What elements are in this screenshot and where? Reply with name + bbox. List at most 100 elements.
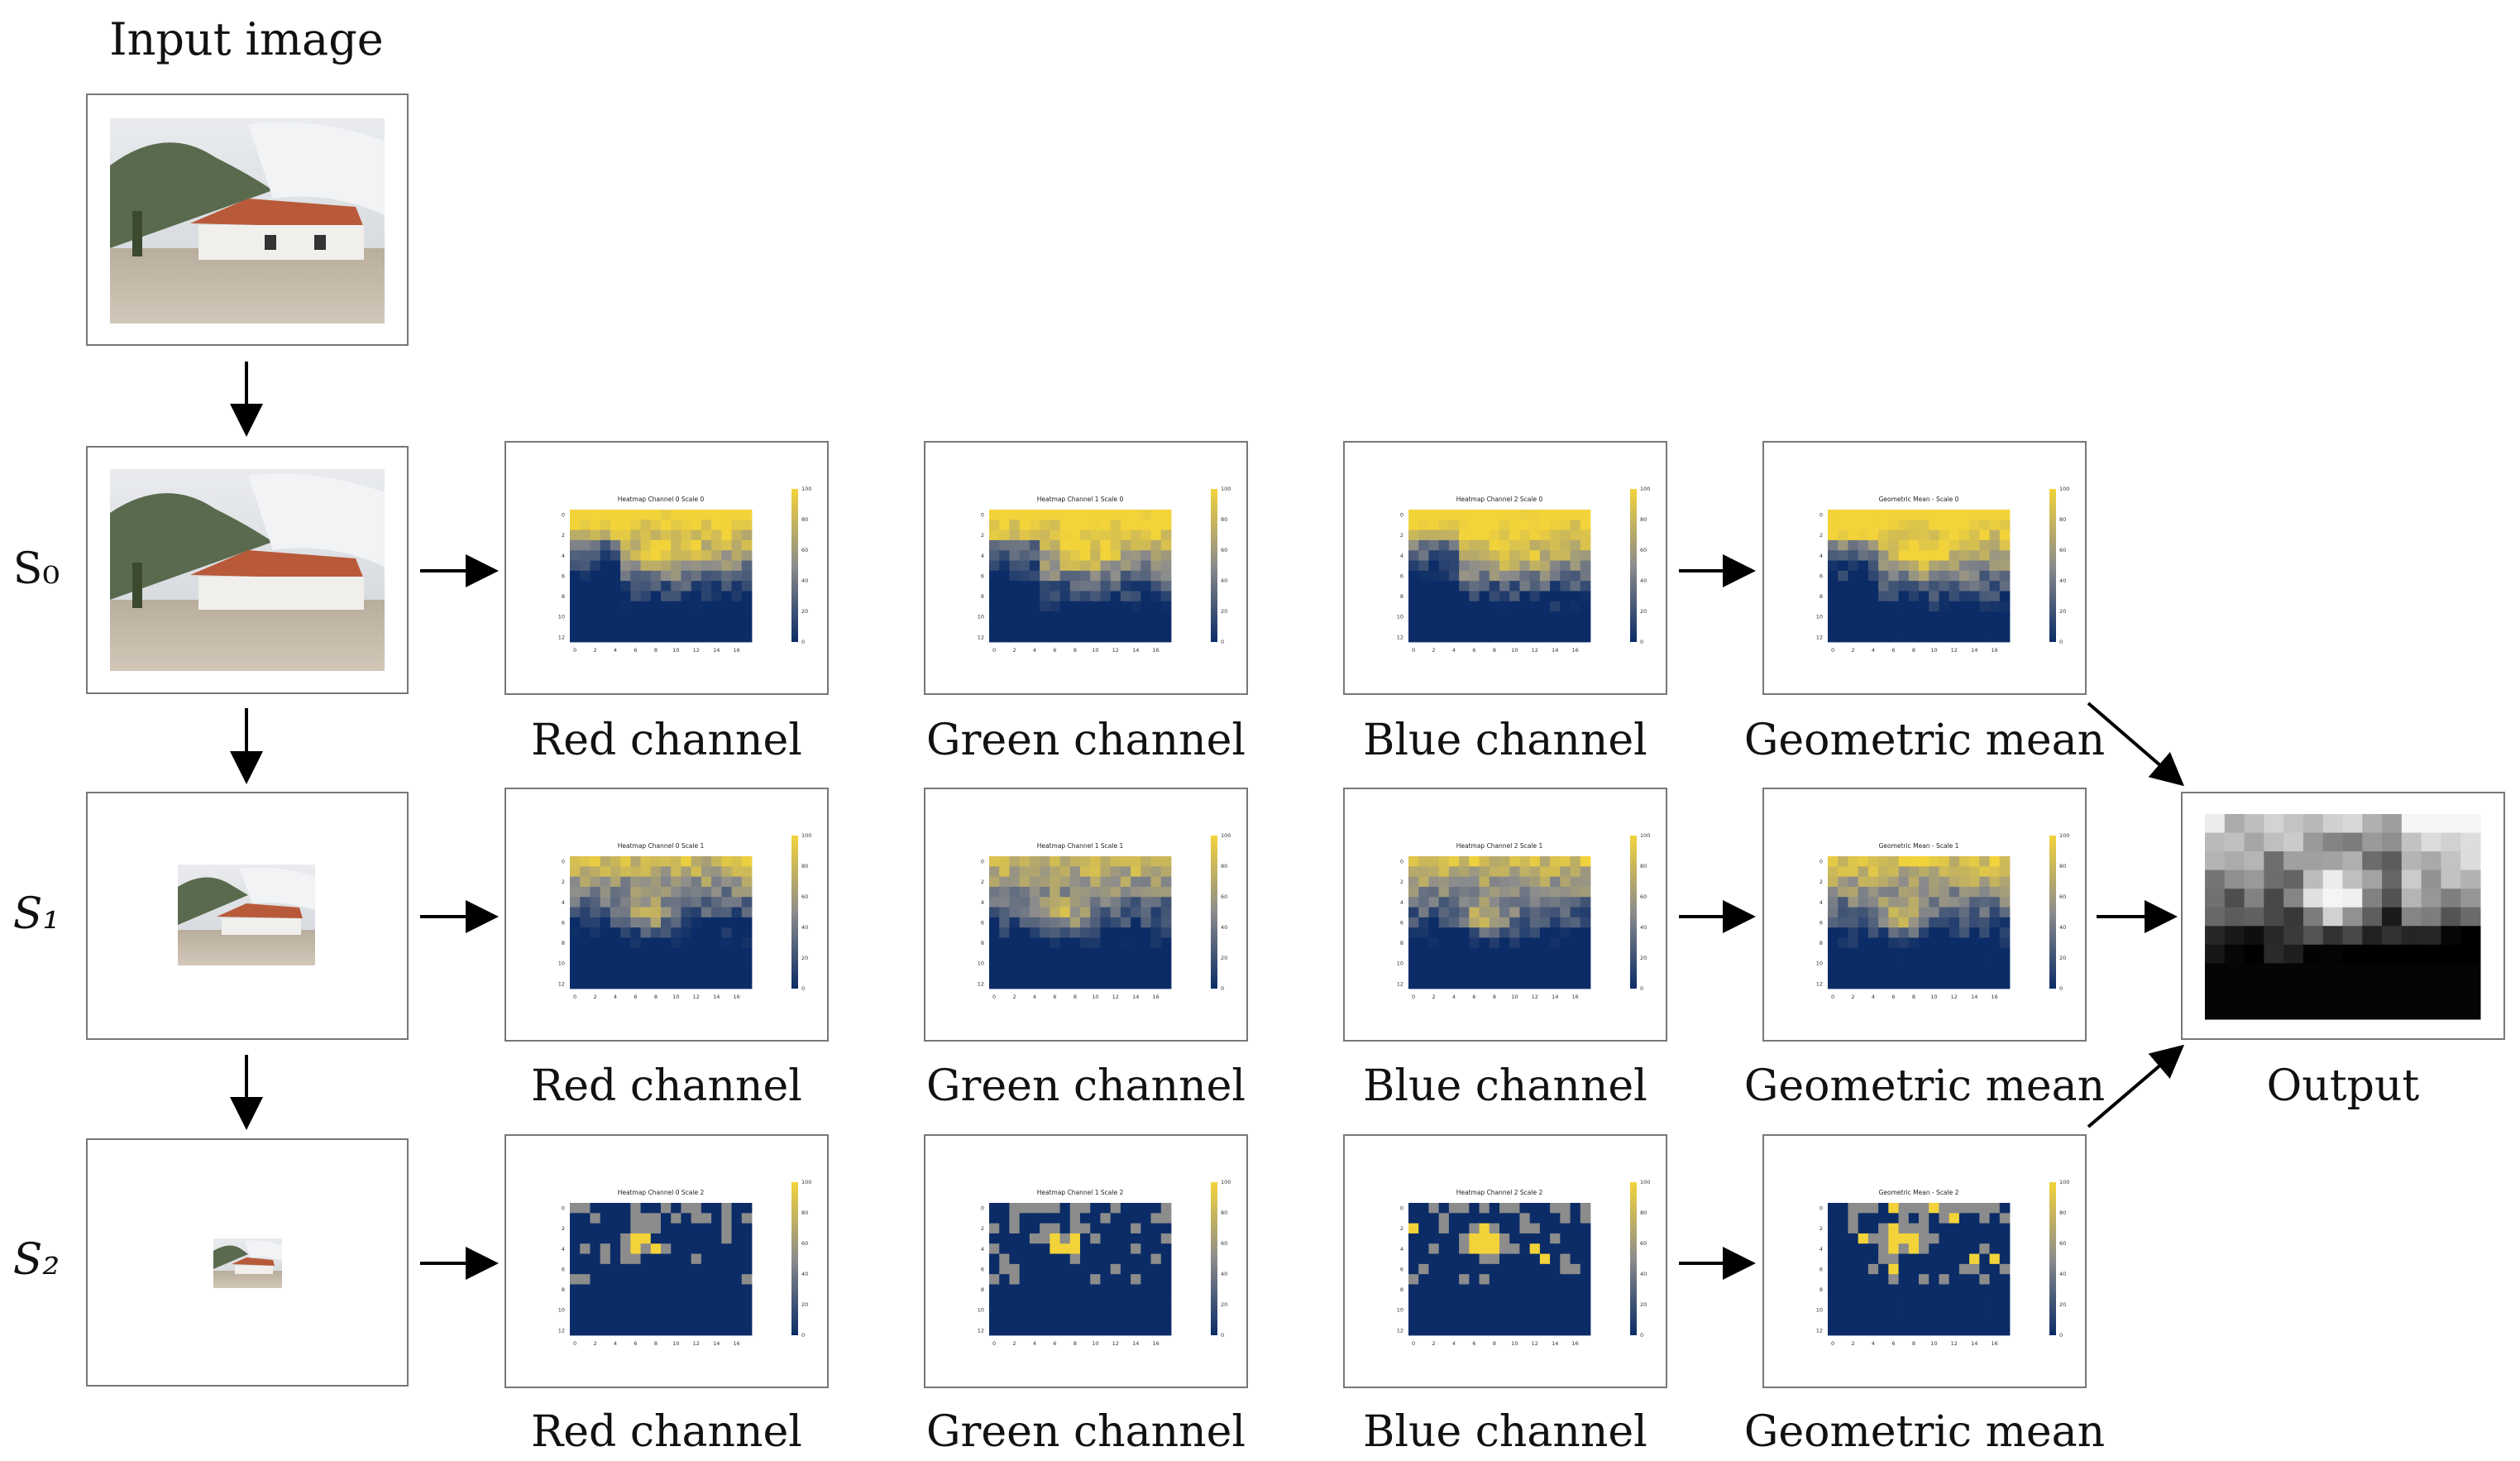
heatmap-xtick: 4 (614, 994, 617, 1000)
heatmap-ytick: 8 (1819, 1286, 1823, 1293)
heatmap-xtick: 6 (634, 647, 637, 654)
heatmap-ytick: 0 (981, 859, 984, 865)
heatmap-ytick: 12 (558, 634, 565, 640)
heatmap-ytick: 4 (981, 1246, 984, 1253)
heatmap-ytick: 8 (1819, 940, 1823, 946)
heatmap-xtick: 6 (1053, 1340, 1056, 1347)
colorbar-tick: 40 (1221, 577, 1227, 584)
input-photo (110, 118, 385, 323)
output-saliency-map (2205, 814, 2481, 1020)
colorbar-tick: 100 (801, 832, 811, 839)
colorbar-tick: 40 (801, 924, 808, 931)
heatmap-xtick: 4 (1452, 994, 1456, 1000)
colorbar (2049, 1182, 2056, 1335)
heatmap-ytick: 0 (981, 1205, 984, 1212)
captions: Red channel Green channel Blue channel G… (531, 716, 2105, 1457)
heatmap-ytick: 0 (1819, 859, 1823, 865)
heatmap-xtick: 4 (614, 1340, 617, 1347)
heatmap-ytick: 12 (1816, 980, 1823, 987)
colorbar-tick: 80 (2059, 516, 2066, 523)
colorbar-tick: 80 (801, 863, 808, 869)
colorbar-tick: 40 (2059, 1271, 2066, 1277)
heatmap-ytick: 4 (981, 553, 984, 559)
heatmap-ytick: 12 (558, 1327, 565, 1334)
heatmap-ytick: 2 (981, 532, 984, 539)
heatmap-xtick: 12 (693, 647, 700, 654)
heatmap-ytick: 0 (562, 1205, 565, 1212)
heatmap-ytick: 0 (1400, 512, 1403, 519)
colorbar-tick: 20 (2059, 608, 2066, 615)
colorbar-tick: 20 (801, 955, 808, 961)
heatmap-xtick: 10 (672, 647, 679, 654)
colorbar-tick: 20 (1221, 1301, 1227, 1308)
heatmap-xtick: 0 (1412, 994, 1415, 1000)
heatmap-xtick: 12 (1532, 994, 1538, 1000)
heatmap-ytick: 4 (1819, 553, 1823, 559)
heatmap-xtick: 16 (1992, 1340, 1998, 1347)
heatmap-ytick: 0 (1819, 1205, 1823, 1212)
colorbar (2049, 836, 2056, 989)
heatmap-xtick: 4 (1033, 1340, 1036, 1347)
colorbar-tick: 0 (801, 1332, 805, 1339)
caption-geo-0: Geometric mean (1744, 716, 2105, 765)
heatmap-title: Heatmap Channel 2 Scale 2 (1456, 1189, 1543, 1196)
colorbar-tick: 60 (1221, 893, 1227, 900)
heatmap-xtick: 8 (1493, 1340, 1496, 1347)
heatmap-ytick: 6 (981, 572, 984, 579)
caption-blue-2: Blue channel (1363, 1407, 1647, 1457)
scale-2-image-panel (86, 1138, 409, 1387)
heatmap-ytick: 8 (562, 593, 565, 600)
heatmap-xtick: 14 (713, 1340, 720, 1347)
heatmap-xtick: 2 (1012, 1340, 1016, 1347)
heatmap-title: Geometric Mean - Scale 0 (1879, 496, 1959, 503)
heatmap-xtick: 2 (1012, 647, 1016, 654)
heatmap-xtick: 4 (614, 647, 617, 654)
heatmap-xtick: 14 (1971, 1340, 1977, 1347)
colorbar-tick: 60 (2059, 893, 2066, 900)
heatmap-xtick: 14 (1971, 994, 1977, 1000)
heatmap-xtick: 12 (1951, 647, 1958, 654)
heatmap-ytick: 4 (562, 899, 565, 906)
heatmap-ytick: 10 (978, 960, 984, 967)
heatmap-xtick: 8 (1493, 994, 1496, 1000)
colorbar (1211, 836, 1217, 989)
caption-red-0: Red channel (531, 716, 802, 765)
colorbar-tick: 20 (801, 1301, 808, 1308)
colorbar-tick: 60 (1221, 1240, 1227, 1247)
scale-1-photo (178, 865, 315, 965)
heatmap-ytick: 12 (1397, 634, 1403, 640)
arrow-geo0-to-output (2087, 702, 2185, 787)
heatmap-ytick: 2 (1400, 879, 1403, 885)
heatmap-xtick: 14 (1132, 1340, 1139, 1347)
heatmap-xtick: 4 (1033, 994, 1036, 1000)
caption-green-2: Green channel (926, 1407, 1246, 1457)
colorbar-tick: 0 (1221, 985, 1224, 992)
heatmap-xtick: 10 (1511, 1340, 1518, 1347)
colorbar-tick: 20 (2059, 1301, 2066, 1308)
heatmap-title: Geometric Mean - Scale 2 (1879, 1189, 1959, 1196)
heatmap-ytick: 12 (1397, 1327, 1403, 1334)
colorbar-tick: 80 (2059, 1210, 2066, 1216)
caption-red-2: Red channel (531, 1407, 802, 1457)
colorbar-tick: 80 (1221, 863, 1227, 869)
heatmap-ytick: 8 (981, 593, 984, 600)
heatmap-ytick: 0 (1400, 1205, 1403, 1212)
colorbar-tick: 100 (801, 1179, 811, 1186)
heatmap-xtick: 10 (1092, 994, 1098, 1000)
heatmap-xtick: 2 (593, 994, 596, 1000)
heatmap-xtick: 14 (1552, 1340, 1558, 1347)
colorbar-tick: 60 (801, 893, 808, 900)
heatmap-ytick: 10 (1816, 614, 1823, 620)
heatmap-ytick: 0 (562, 512, 565, 519)
heatmap-xtick: 12 (693, 1340, 700, 1347)
colorbar-tick: 20 (1640, 1301, 1647, 1308)
heatmap-xtick: 10 (1930, 994, 1937, 1000)
heatmap-xtick: 6 (1472, 1340, 1475, 1347)
heatmap-ytick: 8 (1819, 593, 1823, 600)
colorbar-tick: 20 (1640, 955, 1647, 961)
colorbar (1630, 836, 1637, 989)
